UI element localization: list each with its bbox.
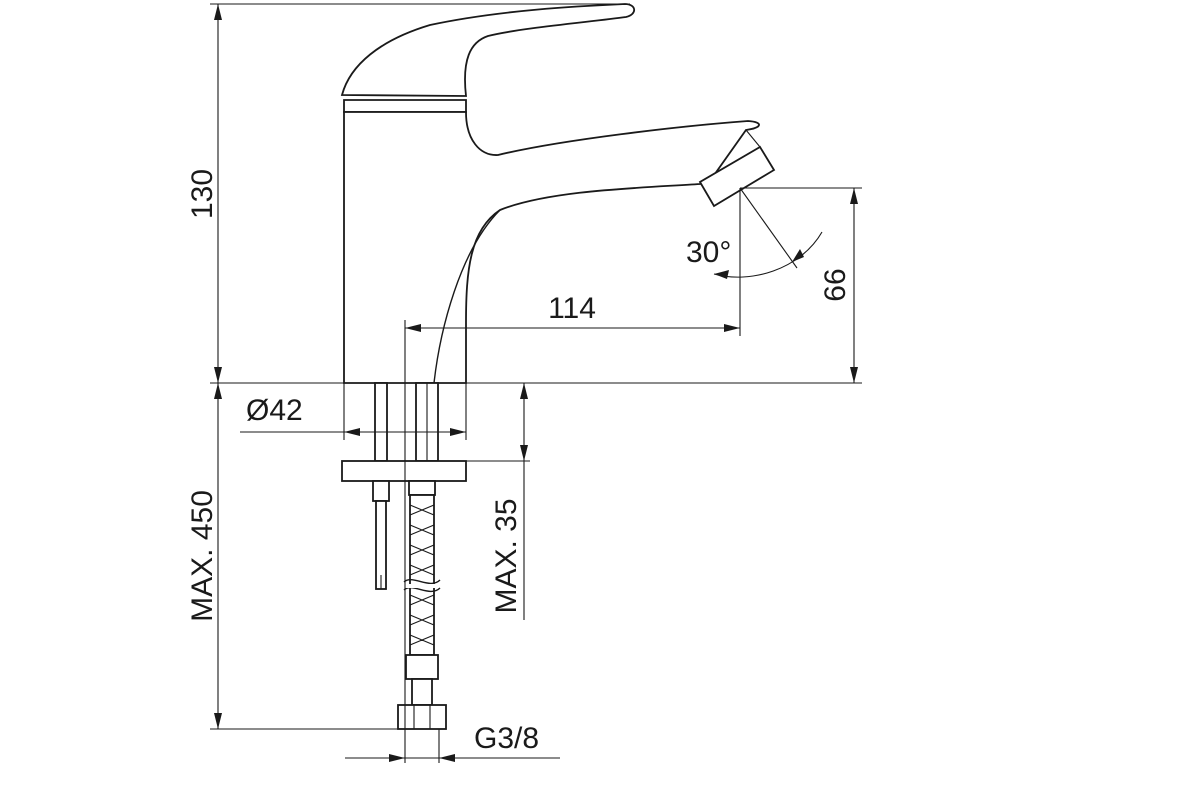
dim-deck-35: MAX. 35 [490,383,528,620]
aerator [698,145,776,208]
handle-collar [343,99,467,113]
dim-reach-114: 114 [405,292,740,332]
hose-crimp [405,654,439,680]
hose-ferrule [411,678,433,706]
dim-height-130: 130 [186,4,222,383]
dim-label-130: 130 [186,169,219,219]
dim-label-max35: MAX. 35 [490,498,523,613]
hose-break-top [403,579,441,585]
dim-diameter-42: Ø42 [240,394,466,436]
dim-hose-450: MAX. 450 [186,383,222,729]
dim-label-d42: Ø42 [246,394,303,427]
under-deck-parts [341,382,467,730]
mounting-rod-left [374,382,388,462]
braided-hose [409,494,435,656]
dim-label-30deg: 30° [686,236,731,269]
dim-spout-66: 66 [819,188,858,383]
dim-thread-g38: G3/8 [345,722,560,762]
dim-label-114: 114 [548,292,596,325]
body-column [343,111,760,384]
dim-angle-30: 30° [686,231,823,279]
faucet-body [340,3,776,384]
dim-label-g38: G3/8 [474,722,539,755]
spout-curve [433,209,501,384]
hose-braid [409,504,435,646]
stud-nut [372,480,390,502]
mounting-plate [341,460,467,482]
dim-label-max450: MAX. 450 [186,490,219,622]
hose-break-bottom [403,587,441,593]
lever-handle [340,3,636,97]
extension-lines [210,3,862,763]
hose-top-fitting [408,480,436,496]
hose-nut-g38 [397,704,447,730]
dim-label-66: 66 [819,268,852,301]
